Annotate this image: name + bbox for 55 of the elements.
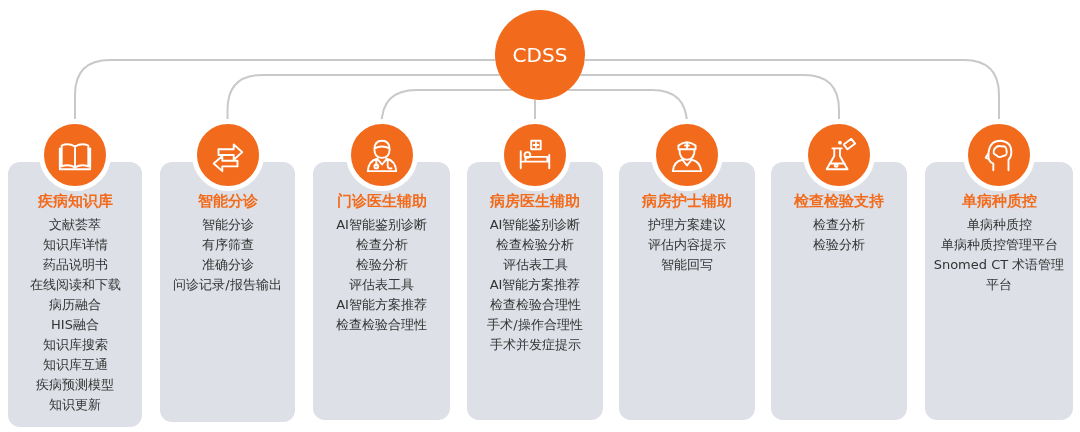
card-heading: 病房护士辅助 bbox=[642, 191, 732, 212]
list-item: AI智能鉴别诊断 bbox=[336, 217, 427, 232]
list-item: 手术并发症提示 bbox=[489, 337, 581, 352]
connector-line bbox=[534, 99, 536, 120]
list-item: 检验分析 bbox=[355, 257, 408, 272]
category-card bbox=[313, 162, 450, 420]
connector-line bbox=[579, 74, 840, 120]
list-item: 有序筛查 bbox=[201, 237, 254, 252]
card-heading: 疾病知识库 bbox=[37, 191, 113, 212]
list-item: 智能分诊 bbox=[201, 217, 254, 232]
category-card bbox=[160, 162, 295, 422]
list-item: AI智能方案推荐 bbox=[336, 297, 427, 312]
list-item: 药品说明书 bbox=[42, 257, 108, 272]
list-item: 知识更新 bbox=[49, 397, 101, 412]
list-item: Snomed CT 术语管理平台 bbox=[933, 257, 1065, 292]
list-item: 单病种质控 bbox=[966, 217, 1032, 232]
list-item: 知识库详情 bbox=[42, 237, 108, 252]
list-item: 检查分析 bbox=[355, 237, 408, 252]
hub-circle: CDSS bbox=[495, 10, 585, 100]
connector-line bbox=[74, 59, 497, 120]
connector-line bbox=[226, 74, 501, 120]
category-card bbox=[619, 162, 755, 420]
list-item: 评估内容提示 bbox=[648, 237, 726, 252]
list-item: 检查检验分析 bbox=[496, 237, 574, 252]
list-item: 在线阅读和下载 bbox=[29, 277, 121, 292]
list-item: 护理方案建议 bbox=[648, 217, 726, 232]
list-item: 手术/操作合理性 bbox=[487, 317, 583, 332]
list-item: 检查检验合理性 bbox=[336, 317, 427, 332]
list-item: 知识库互通 bbox=[42, 357, 108, 372]
list-item: AI智能鉴别诊断 bbox=[489, 217, 581, 232]
category-card bbox=[771, 162, 907, 420]
card-heading: 单病种质控 bbox=[961, 191, 1037, 212]
category-card bbox=[925, 162, 1073, 420]
list-item: 评估表工具 bbox=[502, 257, 568, 272]
category-card bbox=[8, 162, 142, 427]
list-item: 评估表工具 bbox=[349, 277, 414, 292]
card-heading: 检查检验支持 bbox=[794, 191, 884, 212]
list-item: 检验分析 bbox=[813, 237, 865, 252]
card-heading: 病房医生辅助 bbox=[490, 191, 580, 212]
card-heading: 门诊医生辅助 bbox=[336, 191, 427, 212]
list-item: 文献荟萃 bbox=[49, 217, 101, 232]
list-item: 智能回写 bbox=[661, 257, 713, 272]
list-item: AI智能方案推荐 bbox=[489, 277, 581, 292]
list-item: 疾病预测模型 bbox=[36, 377, 114, 392]
list-item: 病历融合 bbox=[49, 297, 101, 312]
list-item: 准确分诊 bbox=[201, 257, 254, 272]
list-item: 检查分析 bbox=[813, 217, 865, 232]
connector-line bbox=[583, 59, 1000, 120]
list-item: 问诊记录/报告输出 bbox=[173, 277, 282, 292]
list-item: 知识库搜索 bbox=[42, 337, 108, 352]
list-item: 检查检验合理性 bbox=[489, 297, 581, 312]
card-heading: 智能分诊 bbox=[197, 191, 258, 212]
category-card bbox=[467, 162, 603, 420]
list-item: HIS融合 bbox=[51, 317, 99, 332]
list-item: 单病种质控管理平台 bbox=[940, 237, 1058, 252]
